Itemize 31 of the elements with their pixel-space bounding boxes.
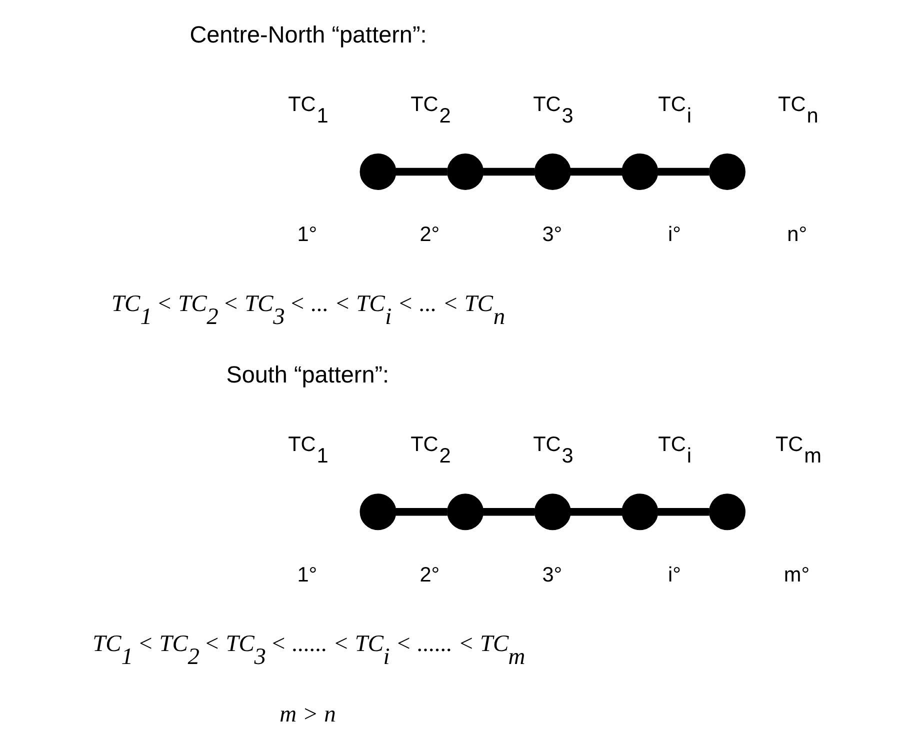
node-label: i° <box>667 563 680 586</box>
node-label: n° <box>786 223 807 246</box>
connector <box>570 168 622 176</box>
connector <box>395 168 447 176</box>
label: Centre-North “pattern”: <box>189 22 426 48</box>
node-circle <box>446 154 484 190</box>
node-label: 2° <box>419 563 440 586</box>
connector <box>395 508 447 516</box>
node-label: 1° <box>296 223 317 246</box>
node-label: 1° <box>296 563 317 586</box>
node-label: 3° <box>542 563 562 586</box>
connector <box>657 508 709 516</box>
node-circle <box>359 494 396 530</box>
node-circle <box>534 154 570 190</box>
label: m > n <box>279 702 336 728</box>
node-circle <box>359 154 396 190</box>
node-label: 2° <box>419 223 440 246</box>
node-circle <box>621 154 658 190</box>
connector <box>657 168 709 176</box>
node-label: i° <box>667 223 680 246</box>
node-circle <box>708 494 745 530</box>
label: South “pattern”: <box>226 362 389 388</box>
connector <box>482 508 534 516</box>
node-circle <box>708 154 745 190</box>
node-circle <box>446 494 484 530</box>
node-label: 3° <box>542 223 562 246</box>
node-circle <box>621 494 658 530</box>
node-label: m° <box>783 563 810 586</box>
connector <box>482 168 534 176</box>
node-circle <box>534 494 570 530</box>
connector <box>570 508 622 516</box>
